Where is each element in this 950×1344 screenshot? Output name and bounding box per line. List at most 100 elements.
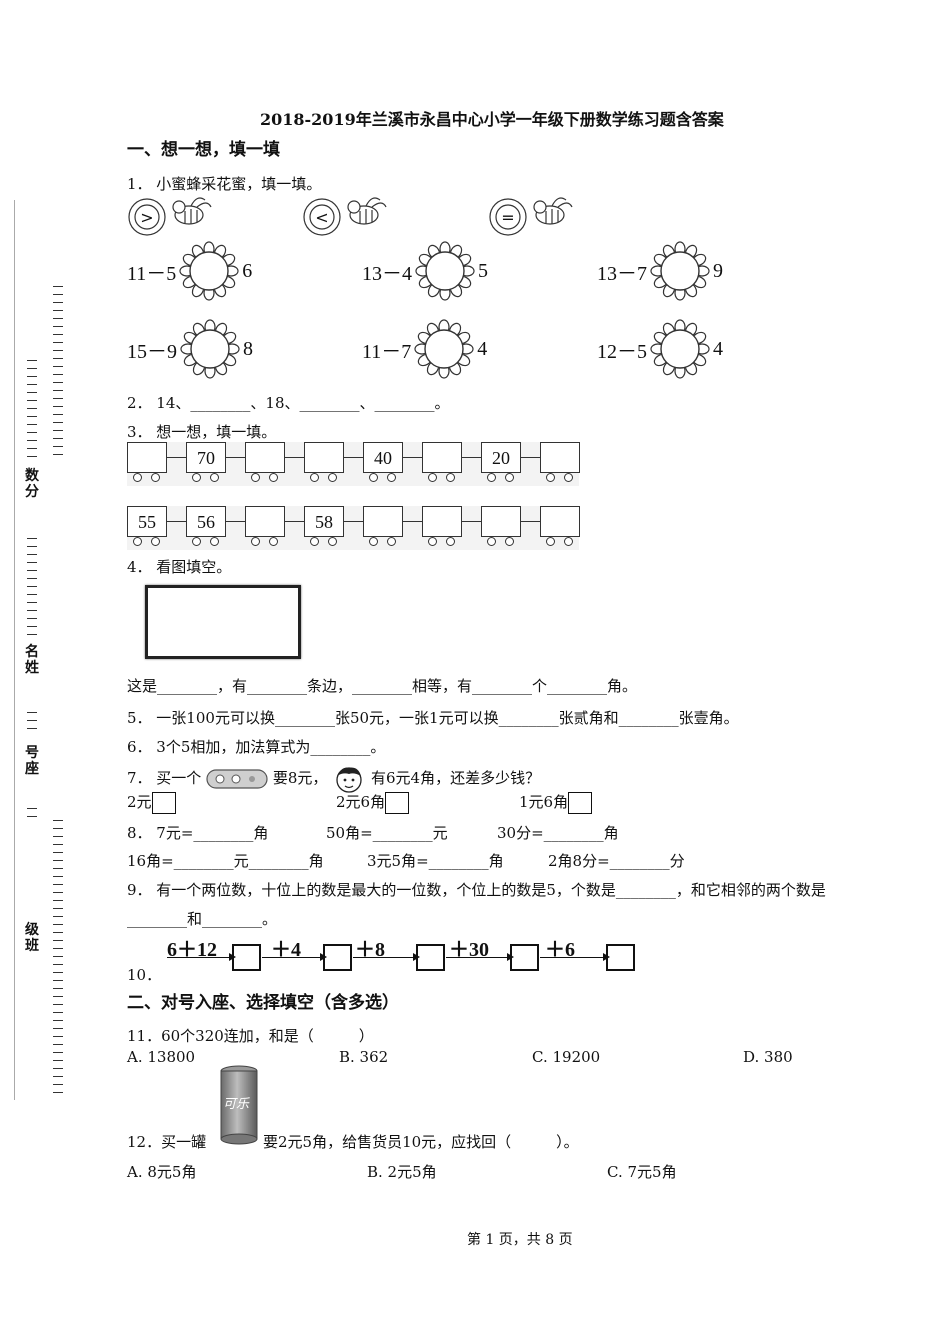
question-1-text: 1． 小蜜蜂采花蜜，填一填。 bbox=[127, 175, 322, 193]
arrow bbox=[540, 953, 610, 961]
train-wheel bbox=[428, 473, 437, 482]
train-coupler bbox=[403, 457, 422, 458]
question-11-text: 11．60个320连加，和是（ ） bbox=[127, 1027, 374, 1045]
train-wheel bbox=[310, 537, 319, 546]
chain-operation: ＋30 bbox=[449, 939, 489, 961]
question-3-text: 3． 想一想，填一填。 bbox=[127, 423, 277, 441]
section-heading-2: 二、对号入座、选择填空（含多选） bbox=[127, 993, 399, 1013]
option-a[interactable]: A. 13800 bbox=[127, 1048, 196, 1066]
flower-blank-icon bbox=[414, 319, 474, 379]
dash-column bbox=[53, 286, 63, 462]
answer-box[interactable] bbox=[510, 944, 539, 971]
flower-blank-icon bbox=[650, 319, 710, 379]
chain-operation: ＋6 bbox=[545, 939, 575, 961]
expression-left: 13－4 bbox=[362, 262, 412, 285]
symbol-equal: = bbox=[501, 208, 514, 227]
arrow bbox=[167, 953, 236, 961]
arrow bbox=[353, 953, 420, 961]
train-car-blank[interactable] bbox=[245, 442, 285, 473]
option-b[interactable]: B. 2元5角 bbox=[367, 1163, 437, 1181]
train-car: 70 bbox=[186, 442, 226, 473]
expression-left: 15－9 bbox=[127, 340, 177, 363]
train-car: 56 bbox=[186, 506, 226, 537]
train-car-blank[interactable] bbox=[304, 442, 344, 473]
train-car: 20 bbox=[481, 442, 521, 473]
train-wheel bbox=[133, 537, 142, 546]
train-coupler bbox=[521, 457, 540, 458]
train-coupler bbox=[167, 521, 186, 522]
train-car-blank[interactable] bbox=[422, 506, 462, 537]
train-car-blank[interactable] bbox=[127, 442, 167, 473]
train-coupler bbox=[462, 521, 481, 522]
train-coupler bbox=[462, 457, 481, 458]
answer-box[interactable] bbox=[416, 944, 445, 971]
option-c[interactable]: C. 19200 bbox=[532, 1048, 601, 1066]
train-car-blank[interactable] bbox=[481, 506, 521, 537]
option-a[interactable]: A. 8元5角 bbox=[127, 1163, 197, 1181]
bee-flower-icon: < bbox=[303, 197, 387, 236]
chain-operation: ＋8 bbox=[355, 939, 385, 961]
question-8-item: 30分=________角 bbox=[497, 824, 619, 842]
document-title: 2018-2019年兰溪市永昌中心小学一年级下册数学练习题含答案 bbox=[260, 110, 724, 129]
train-wheel bbox=[546, 537, 555, 546]
arrow bbox=[262, 953, 327, 961]
train-wheel bbox=[387, 537, 396, 546]
answer-box[interactable] bbox=[385, 792, 410, 814]
train-coupler bbox=[285, 457, 304, 458]
section-heading-1: 一、想一想，填一填 bbox=[127, 140, 280, 160]
train-wheel bbox=[428, 537, 437, 546]
sidebar-label-class: 级班 bbox=[25, 922, 39, 954]
train-wheel bbox=[269, 537, 278, 546]
expression-left: 11－7 bbox=[362, 340, 412, 363]
train-wheel bbox=[133, 473, 142, 482]
expression-right: 5 bbox=[478, 259, 488, 282]
train-car-blank[interactable] bbox=[422, 442, 462, 473]
dash-column bbox=[53, 820, 63, 1100]
question-10-number: 10． bbox=[127, 966, 162, 984]
train-car-blank[interactable] bbox=[363, 506, 403, 537]
flower-blank-icon bbox=[179, 241, 239, 301]
train-car-blank[interactable] bbox=[540, 506, 580, 537]
answer-choice-1: 2元 bbox=[127, 791, 176, 814]
train-wheel bbox=[310, 473, 319, 482]
dash-column bbox=[27, 712, 37, 736]
train-wheel bbox=[505, 537, 514, 546]
train-wheel bbox=[387, 473, 396, 482]
answer-box[interactable] bbox=[323, 944, 352, 971]
question-5-text: 5． 一张100元可以换________张50元，一张1元可以换________… bbox=[127, 709, 739, 727]
train-wheel bbox=[210, 473, 219, 482]
question-9-line-2: ________和________。 bbox=[127, 910, 278, 928]
question-8-item: 50角=________元 bbox=[326, 824, 448, 842]
train-wheel bbox=[328, 473, 337, 482]
train-coupler bbox=[226, 457, 245, 458]
option-b[interactable]: B. 362 bbox=[339, 1048, 389, 1066]
expression-right: 4 bbox=[713, 337, 723, 360]
train-coupler bbox=[344, 521, 363, 522]
bee-flower-icon: = bbox=[489, 197, 573, 236]
train-coupler bbox=[403, 521, 422, 522]
train-wheel bbox=[328, 537, 337, 546]
train-car-blank[interactable] bbox=[245, 506, 285, 537]
answer-box[interactable] bbox=[232, 944, 261, 971]
train-car-blank[interactable] bbox=[540, 442, 580, 473]
cola-can-icon: 可乐 bbox=[218, 1065, 260, 1145]
question-9-line-1: 9． 有一个两位数，十位上的数是最大的一位数，个位上的数是5，个数是______… bbox=[127, 881, 826, 899]
question-12-part-b: 要2元5角，给售货员10元，应找回（ ）。 bbox=[263, 1133, 579, 1151]
train-wheel bbox=[446, 537, 455, 546]
train-coupler bbox=[226, 521, 245, 522]
train-wheel bbox=[251, 473, 260, 482]
option-c[interactable]: C. 7元5角 bbox=[607, 1163, 677, 1181]
answer-box[interactable] bbox=[606, 944, 635, 971]
option-d[interactable]: D. 380 bbox=[743, 1048, 793, 1066]
question-4-text: 4． 看图填空。 bbox=[127, 558, 232, 576]
sidebar-label-score: 数分 bbox=[25, 468, 39, 500]
cola-label: 可乐 bbox=[223, 1097, 250, 1112]
answer-box[interactable] bbox=[151, 792, 176, 814]
train-car: 40 bbox=[363, 442, 403, 473]
chain-start-expression: 6＋12 bbox=[167, 939, 217, 961]
answer-box[interactable] bbox=[568, 792, 593, 814]
